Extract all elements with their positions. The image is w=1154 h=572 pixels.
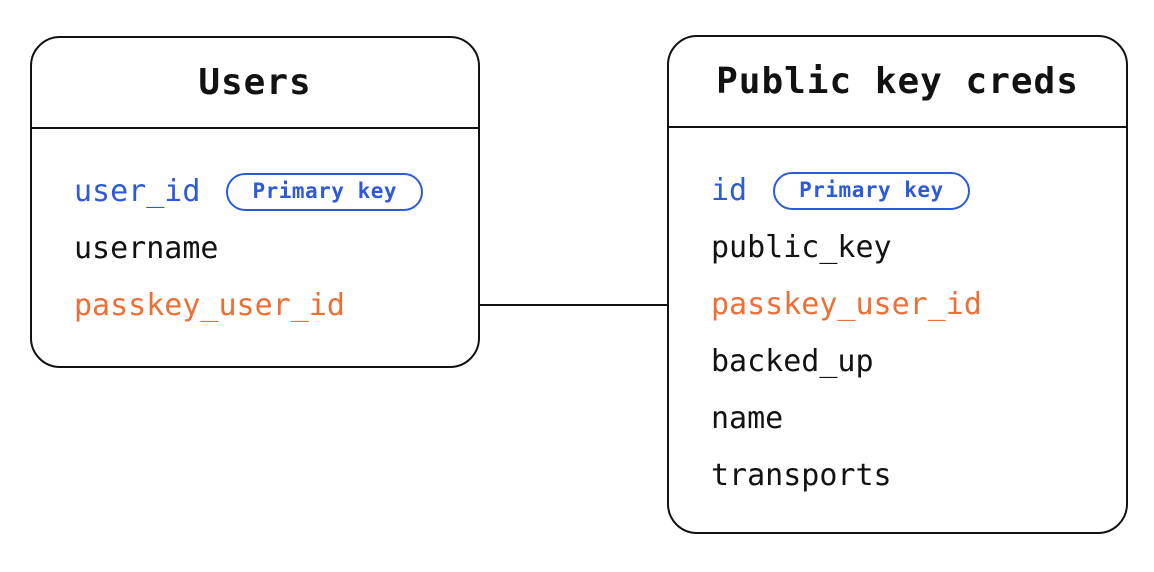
field-passkey-user-id: passkey_user_id — [711, 287, 982, 322]
field-user-id: user_id — [74, 174, 201, 209]
table-public-key-creds: Public key creds id Primary key public_k… — [667, 35, 1128, 534]
field-row-backed-up: backed_up — [711, 333, 1106, 390]
field-row-passkey-user-id: passkey_user_id — [711, 276, 1106, 333]
primary-key-badge: Primary key — [226, 172, 424, 211]
field-transports: transports — [711, 458, 892, 493]
table-users-fields: user_id Primary key username passkey_use… — [32, 129, 478, 334]
relationship-line — [480, 304, 667, 306]
table-users: Users user_id Primary key username passk… — [30, 36, 480, 368]
field-row-id: id Primary key — [711, 162, 1106, 219]
field-row-user-id: user_id Primary key — [74, 163, 458, 220]
primary-key-badge: Primary key — [773, 171, 970, 210]
field-backed-up: backed_up — [711, 344, 874, 379]
table-public-key-creds-title: Public key creds — [669, 37, 1126, 128]
field-row-public-key: public_key — [711, 219, 1106, 276]
field-row-name: name — [711, 390, 1106, 447]
field-row-username: username — [74, 220, 458, 277]
field-id: id — [711, 173, 748, 208]
field-name: name — [711, 401, 784, 436]
field-passkey-user-id: passkey_user_id — [74, 288, 345, 323]
table-users-title: Users — [32, 38, 478, 129]
field-username: username — [74, 231, 219, 266]
field-row-passkey-user-id: passkey_user_id — [74, 277, 458, 334]
field-public-key: public_key — [711, 230, 892, 265]
field-row-transports: transports — [711, 447, 1106, 504]
table-public-key-creds-fields: id Primary key public_key passkey_user_i… — [669, 128, 1126, 504]
